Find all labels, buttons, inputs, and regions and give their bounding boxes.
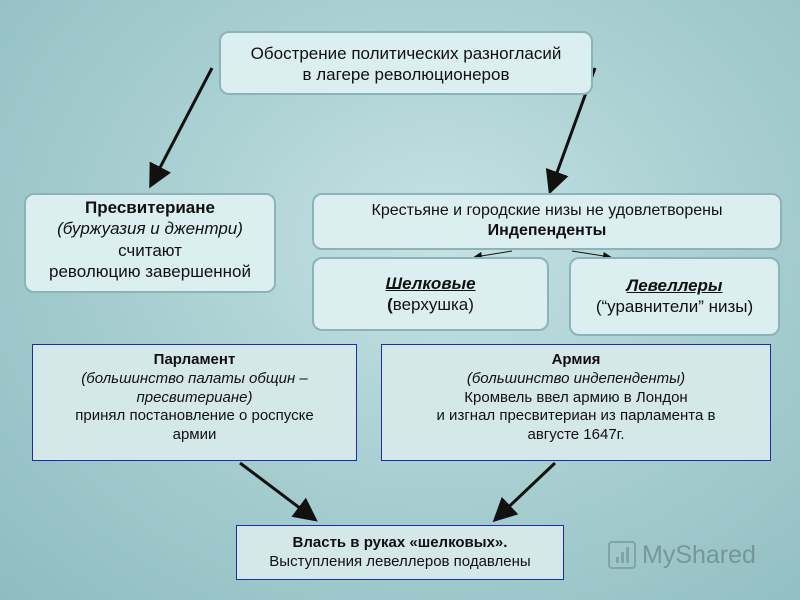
parliament-line-5: армии xyxy=(172,426,217,443)
arrow-top-to-presbyterians xyxy=(149,67,214,189)
power-line-1: Власть в руках «шелковых». xyxy=(292,534,508,551)
army-title: Армия xyxy=(551,351,601,368)
presbyterians-title: Пресвитериане xyxy=(85,198,215,217)
levellers-box: Левеллеры (“уравнители” низы) xyxy=(569,257,780,336)
presbyterians-line-3: считают xyxy=(118,240,182,260)
silk-note-bracket: ( xyxy=(387,295,393,315)
parliament-title: Парламент xyxy=(153,351,236,368)
parliament-line-2: (большинство палаты общин – xyxy=(81,369,308,387)
watermark-text: MyShared xyxy=(642,540,756,569)
presbyterians-box: Пресвитериане (буржуазия и джентри) счит… xyxy=(24,193,276,293)
arrow-independents-to-silk xyxy=(473,250,513,260)
peasants-line-1: Крестьяне и городские низы не удовлетвор… xyxy=(371,202,723,219)
top-line-1: Обострение политических разногласий xyxy=(250,44,562,63)
silk-note-text: верхушка) xyxy=(392,295,474,315)
arrow-army-to-power xyxy=(492,461,557,523)
power-line-2: Выступления левеллеров подавлены xyxy=(269,552,531,570)
political-disagreements-box: Обострение политических разногласий в ла… xyxy=(219,31,593,95)
army-line-4: и изгнал пресвитериан из парламента в xyxy=(436,407,716,425)
arrow-independents-to-levellers xyxy=(571,250,612,260)
silk-box: Шелковые (верхушка) xyxy=(312,257,549,331)
peasants-box: Крестьяне и городские низы не удовлетвор… xyxy=(312,193,782,250)
presbyterians-line-4: революцию завершенной xyxy=(48,261,252,281)
parliament-line-3: пресвитериане) xyxy=(136,388,253,406)
army-line-2: (большинство индепенденты) xyxy=(466,369,686,387)
levellers-note: (“уравнители” низы) xyxy=(595,297,754,317)
presbyterians-subtitle: (буржуазия и джентри) xyxy=(57,219,243,239)
independents-label: Индепенденты xyxy=(487,222,607,239)
parliament-box: Парламент (большинство палаты общин – пр… xyxy=(32,344,357,461)
watermark-logo: MyShared xyxy=(608,538,756,572)
army-line-5: августе 1647г. xyxy=(527,426,625,443)
top-line-2: в лагере революционеров xyxy=(302,65,510,85)
silk-title: Шелковые xyxy=(385,274,476,293)
parliament-line-4: принял постановление о роспуске xyxy=(75,407,314,425)
arrow-parliament-to-power xyxy=(239,461,318,522)
chart-logo-icon xyxy=(608,541,636,569)
army-line-3: Кромвель ввел армию в Лондон xyxy=(464,388,688,406)
army-box: Армия (большинство индепенденты) Кромвел… xyxy=(381,344,771,461)
power-box: Власть в руках «шелковых». Выступления л… xyxy=(236,525,564,580)
levellers-title: Левеллеры xyxy=(626,276,723,295)
silk-note: (верхушка) xyxy=(314,294,547,315)
